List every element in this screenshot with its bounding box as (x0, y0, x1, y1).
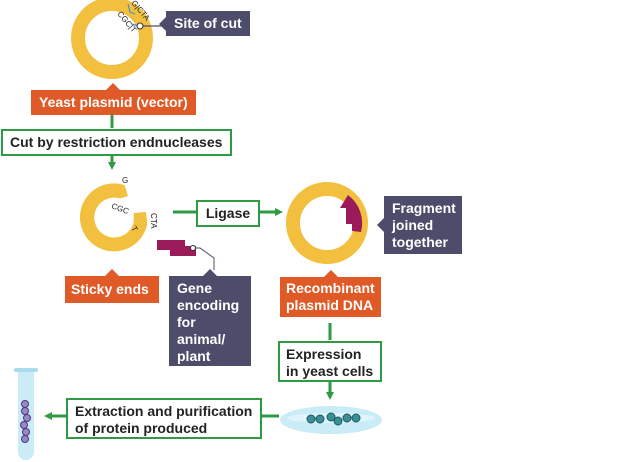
expression-box: Expression in yeast cells (278, 341, 382, 382)
inserted-gene-segment (340, 195, 363, 232)
gene-pointer-line (195, 247, 215, 270)
cut-by-restriction-text: Cut by restriction endnucleases (10, 134, 223, 150)
sticky-ends-text: Sticky ends (71, 281, 149, 297)
ligase-text: Ligase (205, 205, 251, 221)
gene-pointer-dot (190, 245, 196, 251)
gene-encoding-label: Gene encoding for animal/ plant protein (169, 269, 251, 381)
extraction-text: Extraction and purification of protein p… (75, 403, 253, 436)
recombinant-label: Recombinant plasmid DNA (280, 270, 381, 317)
yeast-plasmid-label: Yeast plasmid (vector) (31, 83, 196, 115)
site-of-cut-text: Site of cut (174, 15, 242, 31)
fragment-joined-text: Fragment joined together (392, 200, 456, 250)
extraction-box: Extraction and purification of protein p… (66, 398, 262, 439)
recombinant-text: Recombinant plasmid DNA (286, 280, 375, 313)
fragment-joined-label: Fragment joined together (377, 196, 462, 254)
yeast-cells (306, 412, 361, 426)
protein-molecules (20, 400, 31, 443)
seq-cta: CTA (149, 213, 158, 229)
gene-encoding-text: Gene encoding for animal/ plant protein (177, 280, 240, 381)
cut-by-restriction-box: Cut by restriction endnucleases (1, 129, 232, 156)
expression-text: Expression in yeast cells (286, 346, 374, 379)
sticky-end-notch-top (120, 185, 128, 199)
sticky-ends-label: Sticky ends (65, 269, 159, 303)
seq-cgc: CGC (110, 201, 130, 216)
ligase-box: Ligase (196, 200, 260, 227)
seq-g: G (122, 176, 128, 185)
seq-t: T (129, 225, 139, 234)
sticky-end-notch-right (133, 212, 148, 224)
site-of-cut-label: Site of cut (159, 11, 250, 36)
yeast-plasmid-text: Yeast plasmid (vector) (39, 94, 188, 110)
gene-fragment (157, 240, 196, 256)
cut-site-marker (127, 3, 168, 30)
yeast-plasmid-ring (71, 0, 153, 79)
cut-plasmid-ring (79, 183, 148, 252)
